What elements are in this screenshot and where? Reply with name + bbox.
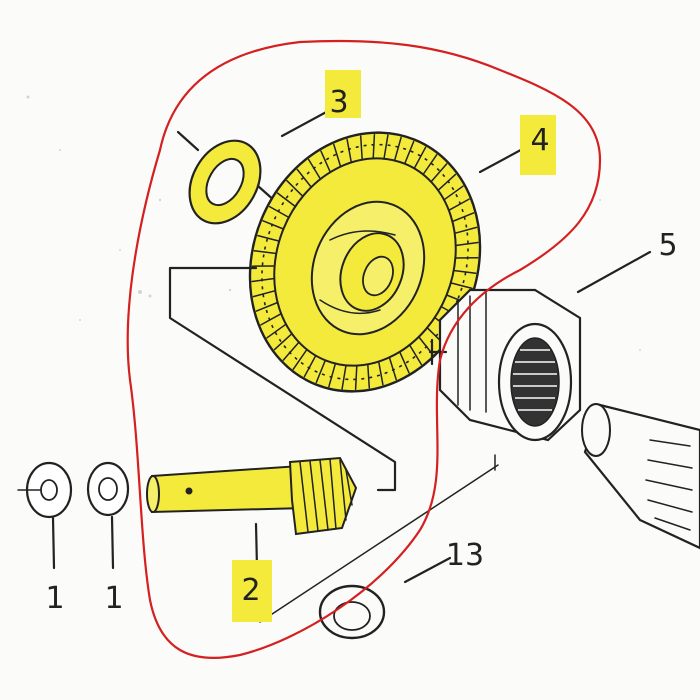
label-4: 4 (530, 123, 549, 158)
gear-tooth (413, 146, 427, 170)
label-3: 3 (329, 85, 348, 120)
gear-tooth (430, 163, 448, 183)
gear-tooth (315, 359, 327, 384)
gear-tooth (383, 134, 389, 160)
washer-1a (17, 461, 73, 570)
gear-tooth (367, 363, 371, 389)
pinion-shaft-2 (146, 456, 358, 570)
ring-gear-teeth (251, 133, 479, 391)
gear-tooth (388, 356, 397, 381)
gear-tooth (307, 158, 322, 180)
part-labels: 3 4 5 2 1 1 13 (45, 70, 678, 622)
gear-tooth (422, 154, 438, 176)
label-2: 2 (241, 573, 260, 608)
gear-tooth (408, 344, 423, 366)
gear-tooth (450, 282, 473, 290)
gear-tooth (346, 138, 353, 164)
gear-tooth (372, 133, 376, 160)
gear-tooth (398, 351, 410, 374)
label-1a: 1 (45, 581, 64, 616)
assembly-bracket (168, 266, 397, 492)
gear-tooth (282, 341, 300, 361)
gear-tooth (403, 140, 415, 165)
gear-tooth (377, 360, 384, 386)
washer-13 (318, 556, 452, 640)
gear-tooth (320, 150, 332, 173)
gear-tooth (296, 168, 312, 188)
gear-tooth (268, 205, 290, 219)
gear-tooth (453, 226, 478, 235)
label-5: 5 (658, 228, 677, 263)
washer-1b (86, 461, 130, 570)
label-2-highlight (232, 560, 272, 622)
gear-tooth (253, 250, 278, 255)
gear-tooth (333, 143, 342, 168)
gear-tooth (448, 198, 470, 212)
gear-tooth (303, 354, 317, 378)
label-1b: 1 (104, 581, 123, 616)
gear-tooth (266, 323, 287, 339)
gear-tooth (437, 173, 457, 192)
label-3-highlight (325, 70, 361, 118)
gear-tooth (252, 289, 277, 298)
guide-line-diagonal (259, 464, 499, 623)
gear-tooth (454, 241, 479, 247)
gear-tooth (354, 364, 358, 391)
gear-tooth (328, 362, 337, 388)
gear-tooth (451, 212, 475, 223)
gear-tooth (341, 364, 347, 390)
gear-tooth (262, 220, 285, 230)
gear-tooth (393, 136, 402, 162)
gear-tooth (292, 348, 308, 370)
red-outline-marker (126, 39, 602, 659)
gear-tooth (251, 277, 276, 283)
clutch-sleeve-5 (428, 250, 652, 442)
thrust-washer-3 (176, 108, 332, 225)
gear-tooth (255, 301, 279, 312)
gear-tooth (273, 332, 293, 351)
gear-tooth (276, 192, 297, 208)
label-4-highlight (520, 115, 556, 175)
gear-tooth (443, 185, 464, 201)
gear-tooth (257, 234, 280, 242)
gear-tooth (286, 179, 304, 198)
output-shaft (581, 403, 700, 550)
gear-tooth (452, 269, 477, 274)
label-13: 13 (446, 538, 484, 573)
gear-tooth (359, 135, 363, 161)
gear-tooth (260, 312, 282, 326)
